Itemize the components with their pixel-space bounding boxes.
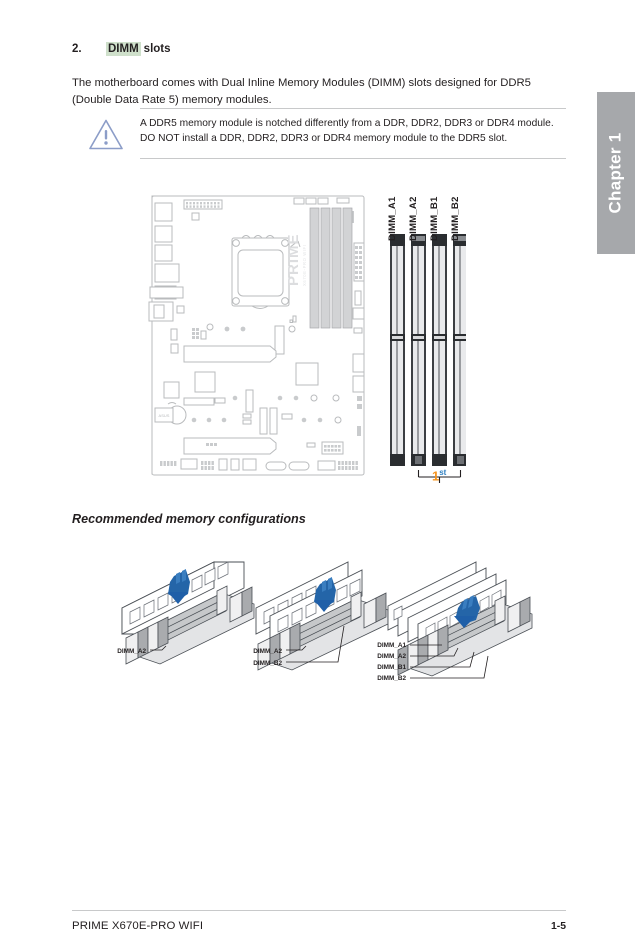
- config3-label-a1: DIMM_A1: [377, 642, 406, 649]
- dimm-slot-strips: [390, 234, 466, 466]
- section-number: 2.: [72, 43, 82, 55]
- section-highlighted-term: DIMM: [106, 42, 141, 56]
- dimm-label-a2: DIMM_A2: [408, 196, 419, 241]
- svg-text:PRIME: PRIME: [285, 233, 302, 286]
- priority-number: 1: [432, 468, 440, 484]
- footer-rule: [72, 910, 566, 911]
- note-box: A DDR5 memory module is notched differen…: [72, 108, 566, 159]
- note-bottom-rule: [140, 158, 566, 159]
- recommended-configs-heading: Recommended memory configurations: [72, 512, 306, 527]
- priority-marker: 1st: [432, 468, 446, 483]
- svg-text:ASUS: ASUS: [159, 413, 170, 418]
- memory-config-dual-4: .m3 { fill:#ffffff; stroke:#4a4f55; stro…: [358, 540, 538, 690]
- priority-ordinal-suffix: st: [439, 468, 447, 477]
- dimm-label-a1: DIMM_A1: [387, 196, 398, 241]
- note-top-rule: [140, 108, 566, 109]
- note-icon-cell: [72, 116, 140, 151]
- footer-page-number: 1-5: [550, 921, 566, 932]
- memory-config-single-diagram: .mod { fill:#ffffff; stroke:#4a4f55; str…: [117, 561, 255, 665]
- section-title-rest: slots: [143, 43, 171, 55]
- memory-config-single: .mod { fill:#ffffff; stroke:#4a4f55; str…: [104, 542, 264, 682]
- config3-label-b2: DIMM_B2: [377, 675, 406, 682]
- section-heading: 2. DIMM slots: [72, 42, 171, 56]
- motherboard-diagram: .ol { fill:#ffffff; stroke:#b9bbbd; stro…: [148, 195, 466, 483]
- motherboard-figure: .ol { fill:#ffffff; stroke:#b9bbbd; stro…: [146, 186, 466, 491]
- insertion-arrow-icon: [168, 569, 190, 604]
- config1-label-a2: DIMM_A2: [117, 648, 146, 655]
- config2-label-a2: DIMM_A2: [253, 648, 282, 655]
- memory-config-dual-2-diagram: .m2 { fill:#ffffff; stroke:#4a4f55; stro…: [253, 561, 389, 671]
- note-text: A DDR5 memory module is notched differen…: [140, 118, 554, 144]
- dimm-label-b2: DIMM_B2: [450, 196, 461, 241]
- footer-product-name: PRIME X670E-PRO WIFI: [72, 920, 204, 932]
- memory-config-dual-4-diagram: .m3 { fill:#ffffff; stroke:#4a4f55; stro…: [377, 561, 533, 682]
- svg-text:X670E-PRO WIFI: X670E-PRO WIFI: [302, 245, 307, 286]
- config3-label-b1: DIMM_B1: [377, 664, 406, 671]
- dimm-label-b1: DIMM_B1: [429, 196, 440, 241]
- warning-triangle-icon: [89, 119, 123, 150]
- priority-bracket: [417, 470, 462, 483]
- memory-config-dual-2: .m2 { fill:#ffffff; stroke:#4a4f55; stro…: [228, 540, 398, 685]
- insertion-arrow-icon: [454, 595, 480, 628]
- chapter-tab-label: Chapter 1: [606, 132, 626, 214]
- chapter-tab: Chapter 1: [597, 92, 635, 254]
- insertion-arrow-icon: [314, 577, 336, 612]
- config3-label-a2: DIMM_A2: [377, 653, 406, 660]
- intro-paragraph: The motherboard comes with Dual Inline M…: [72, 77, 531, 106]
- config2-label-b2: DIMM_B2: [253, 660, 282, 667]
